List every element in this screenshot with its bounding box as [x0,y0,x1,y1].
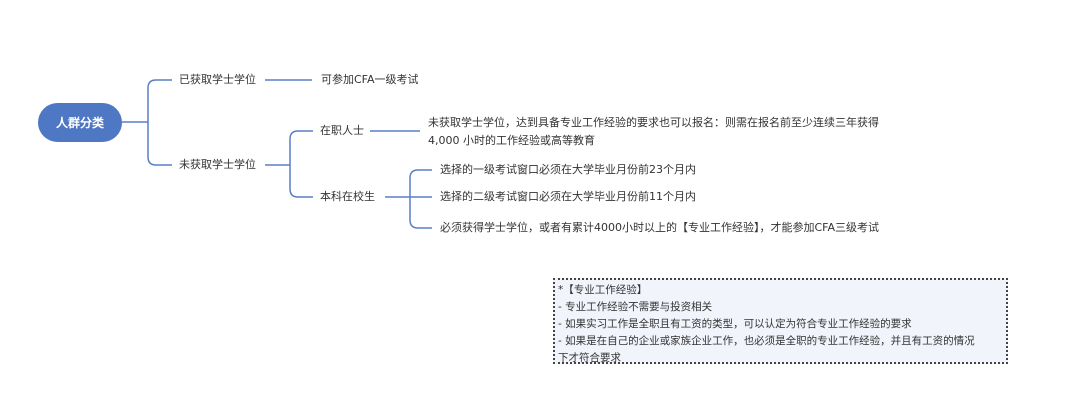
node-working[interactable]: 在职人士 [320,124,364,137]
node-no-degree[interactable]: 未获取学士学位 [179,158,256,171]
root-connector [122,79,172,166]
node-student[interactable]: 本科在校生 [320,190,375,203]
note-box[interactable]: *【专业工作经验】 - 专业工作经验不需要与投资相关 - 如果实习工作是全职且有… [553,278,1008,364]
root-label: 人群分类 [55,116,104,130]
note-line: - 如果实习工作是全职且有工资的类型，可以认定为符合专业工作经验的要求 [558,318,912,330]
root-node[interactable]: 人群分类 [38,103,122,142]
node-working-detail-2: 4,000 小时的工作经验或高等教育 [428,134,595,147]
no-degree-connector [265,130,313,198]
note-line: - 如果是在自己的企业或家族企业工作，也必须是全职的专业工作经验，并且有工资的情… [558,335,975,347]
note-line: 下才符合要求 [558,352,621,364]
note-line: *【专业工作经验】 [558,284,648,296]
node-student-leaf-3[interactable]: 必须获得学士学位，或者有累计4000小时以上的【专业工作经验】，才能参加CFA三… [440,221,880,234]
node-student-leaf-1[interactable]: 选择的一级考试窗口必须在大学毕业月份前23个月内 [440,163,696,176]
node-level1-eligible[interactable]: 可参加CFA一级考试 [321,73,419,86]
node-has-degree[interactable]: 已获取学士学位 [179,73,256,86]
node-working-detail-1[interactable]: 未获取学士学位，达到具备专业工作经验的要求也可以报名：则需在报名前至少连续三年获… [428,116,879,129]
note-line: - 专业工作经验不需要与投资相关 [558,301,713,313]
student-connector [385,169,432,229]
node-student-leaf-2[interactable]: 选择的二级考试窗口必须在大学毕业月份前11个月内 [440,190,696,203]
